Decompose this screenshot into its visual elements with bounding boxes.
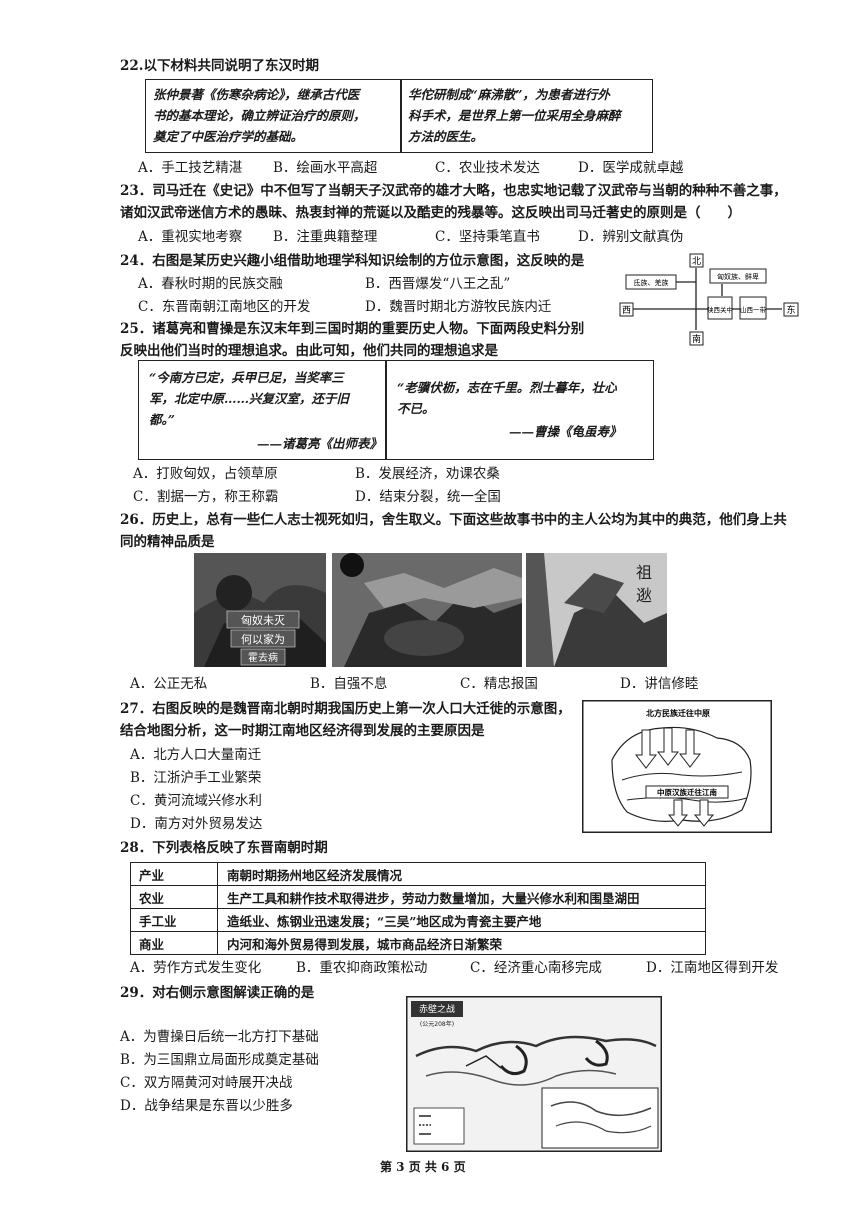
q23-stem: 23．司马迁在《史记》中不但写了当朝天子汉武帝的雄才大略，也忠实地记载了汉武帝与…: [120, 183, 787, 221]
q29-option-d[interactable]: D．战争结果是东晋以少胜多: [120, 1098, 293, 1114]
q24-option-d[interactable]: D．魏晋时期北方游牧民族内迁: [365, 299, 552, 315]
q26-story-illustrations: 匈奴未灭 何以家为 霍去病 祖 逖: [194, 553, 667, 667]
q24-option-b[interactable]: B．西晋爆发“八王之乱”: [365, 276, 511, 292]
q22-option-c[interactable]: C．农业技术发达: [435, 160, 540, 176]
q23-option-a[interactable]: A．重视实地考察: [138, 229, 243, 245]
q22-option-d[interactable]: D．医学成就卓越: [578, 160, 684, 176]
q28-option-a[interactable]: A．劳作方式发生变化: [130, 960, 262, 976]
q26-stem: 26．历史上，总有一些仁人志士视死如归，舍生取义。下面这些故事书中的主人公均为其…: [120, 512, 787, 550]
q22-material-box: 张仲景著《伤寒杂病论》，继承古代医 书的基本理论，确立辨证治疗的原则， 奠定了中…: [145, 79, 653, 153]
q29-battle-map: 赤壁之战 (公元208年): [406, 996, 662, 1152]
q29-stem: 29．对右侧示意图解读正确的是: [120, 985, 315, 1001]
image3-char2: 逖: [636, 586, 652, 605]
q25-option-b[interactable]: B．发展经济，劝课农桑: [355, 466, 500, 482]
diagram-north: 北: [692, 256, 701, 267]
table-value-1: 生产工具和耕作技术取得进步，劳动力数量增加，大量兴修水利和围垦湖田: [227, 891, 640, 906]
q28-option-d[interactable]: D．江南地区得到开发: [646, 960, 779, 976]
image1-line3: 霍去病: [248, 651, 278, 664]
q25-material-box: “今南方已定，兵甲已足，当奖率三 军，北定中原……兴复汉室，还于旧 都。” ——…: [138, 360, 654, 460]
q26-option-c[interactable]: C．精忠报国: [460, 676, 538, 692]
q25-source-left: ——诸葛亮《出师表》: [257, 436, 383, 451]
table-key-0: 产业: [139, 868, 165, 883]
q27-stem: 27．右图反映的是魏晋南北朝时期我国历史上第一次人口大迁徙的示意图， 结合地图分…: [120, 701, 571, 739]
q26-option-b[interactable]: B．自强不息: [310, 676, 388, 692]
table-key-3: 商业: [139, 937, 165, 952]
q25-stem: 25．诸葛亮和曹操是东汉末年到三国时期的重要历史人物。下面两段史料分别 反映出他…: [120, 321, 585, 359]
q28-stem: 28．下列表格反映了东晋南朝时期: [120, 840, 328, 856]
q25-material-left: “今南方已定，兵甲已足，当奖率三 军，北定中原……兴复汉室，还于旧 都。”: [149, 370, 350, 427]
table-key-1: 农业: [139, 891, 165, 906]
q23-option-b[interactable]: B．注重典籍整理: [273, 229, 378, 245]
table-value-0: 南朝时期扬州地区经济发展情况: [227, 868, 403, 883]
q28-option-b[interactable]: B．重农抑商政策松动: [296, 960, 428, 976]
table-key-2: 手工业: [139, 914, 177, 929]
q26-option-d[interactable]: D．讲信修睦: [620, 676, 699, 692]
q25-option-a[interactable]: A．打败匈奴，占领草原: [133, 466, 278, 482]
q24-direction-diagram: 北 南 西 东 氐族、羌族 匈奴族、鲜卑 陕西关中 山西一带: [619, 253, 799, 346]
table-value-2: 造纸业、炼钢业迅速发展；“三吴”地区成为青瓷主要产地: [227, 914, 542, 929]
image1-line2: 何以家为: [241, 632, 285, 646]
q29-map-title: 赤壁之战: [419, 1003, 455, 1015]
diagram-east: 东: [786, 304, 795, 316]
diagram-left-label: 氐族、羌族: [634, 278, 669, 287]
page-footer: 第 3 页 共 6 页: [380, 1160, 466, 1174]
q27-option-d[interactable]: D．南方对外贸易发达: [130, 816, 263, 832]
diagram-center: 陕西关中: [707, 305, 733, 314]
q28-option-c[interactable]: C．经济重心南移完成: [470, 960, 602, 976]
q27-map-label: 中原汉族迁往江南: [657, 787, 717, 797]
q28-table: 产业 南朝时期扬州地区经济发展情况 农业 生产工具和耕作技术取得进步，劳动力数量…: [130, 862, 706, 955]
q22-stem: 22.以下材料共同说明了东汉时期: [120, 58, 319, 74]
q27-option-c[interactable]: C．黄河流域兴修水利: [130, 793, 262, 809]
q25-option-d[interactable]: D．结束分裂，统一全国: [355, 489, 501, 505]
q22-option-b[interactable]: B．绘画水平高超: [273, 160, 378, 176]
q22-option-a[interactable]: A．手工技艺精湛: [138, 160, 243, 176]
q29-map-subtitle: (公元208年): [420, 1020, 454, 1028]
diagram-west: 西: [622, 305, 631, 316]
image3-char1: 祖: [636, 563, 652, 582]
q25-source-right: ——曹操《龟虽寿》: [509, 424, 622, 439]
q27-map-title: 北方民族迁往中原: [646, 708, 710, 718]
diagram-top-right-label: 匈奴族、鲜卑: [717, 272, 759, 281]
q24-option-a[interactable]: A．春秋时期的民族交融: [138, 276, 283, 292]
q29-option-b[interactable]: B．为三国鼎立局面形成奠定基础: [120, 1052, 319, 1068]
q27-option-b[interactable]: B．江浙沪手工业繁荣: [130, 770, 262, 786]
table-value-3: 内河和海外贸易得到发展，城市商品经济日渐繁荣: [227, 937, 503, 952]
q23-option-c[interactable]: C．坚持秉笔直书: [435, 229, 540, 245]
diagram-south: 南: [692, 333, 701, 345]
q23-option-d[interactable]: D．辨别文献真伪: [578, 229, 684, 245]
q27-migration-map: 北方民族迁往中原 中原汉族迁往江南: [582, 700, 772, 833]
q29-option-c[interactable]: C．双方隔黄河对峙展开决战: [120, 1075, 293, 1091]
q29-option-a[interactable]: A．为曹操日后统一北方打下基础: [120, 1029, 319, 1045]
q27-option-a[interactable]: A．北方人口大量南迁: [130, 747, 262, 763]
q24-option-c[interactable]: C．东晋南朝江南地区的开发: [138, 299, 311, 315]
q22-material-left: 张仲景著《伤寒杂病论》，继承古代医 书的基本理论，确立辨证治疗的原则， 奠定了中…: [153, 87, 366, 144]
q26-option-a[interactable]: A．公正无私: [130, 676, 208, 692]
q24-stem: 24．右图是某历史兴趣小组借助地理学科知识绘制的方位示意图，这反映的是: [120, 253, 585, 269]
image1-line1: 匈奴未灭: [241, 613, 285, 627]
q25-material-right: “老骥伏枥，志在千里。烈士暮年，壮心 不已。: [397, 380, 617, 416]
q25-option-c[interactable]: C．割据一方，称王称霸: [133, 489, 279, 505]
diagram-right: 山西一带: [740, 305, 767, 314]
q22-material-right: 华佗研制成“麻沸散”，为患者进行外 科手术，是世界上第一位采用全身麻醉 方法的医…: [408, 87, 621, 144]
